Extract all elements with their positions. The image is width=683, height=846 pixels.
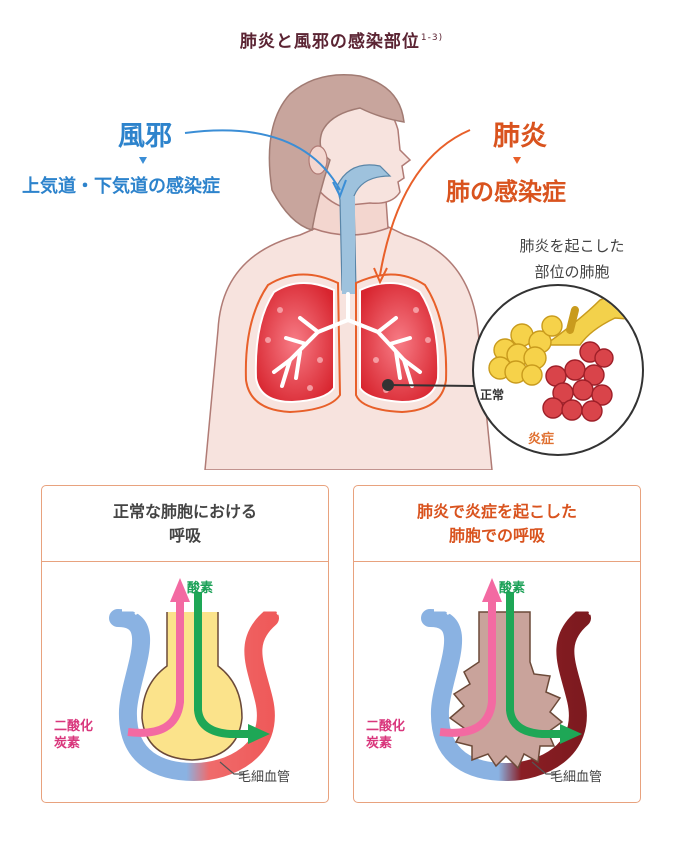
pneumonia-description: 肺の感染症 — [446, 172, 566, 207]
normal-respiration-panel: 正常な肺胞における呼吸 酸素 二酸化炭素 毛細血管 — [41, 485, 329, 803]
cold-label: 風邪 — [118, 114, 172, 153]
co2-label: 二酸化炭素 — [54, 718, 93, 752]
inflamed-alveolus-diagram — [354, 562, 640, 802]
alveolus — [142, 612, 242, 760]
normal-alveoli-label: 正常 — [480, 386, 504, 403]
pneumonia-label: 肺炎 — [493, 114, 547, 153]
capillary-label: 毛細血管 — [238, 769, 290, 786]
normal-alveolus-diagram — [42, 562, 328, 802]
oxygen-label: 酸素 — [499, 580, 525, 597]
panel-heading: 正常な肺胞における呼吸 — [42, 486, 328, 562]
co2-label: 二酸化炭素 — [366, 718, 405, 752]
cold-description: 上気道・下気道の感染症 — [22, 172, 220, 198]
panel-heading: 肺炎で炎症を起こした肺胞での呼吸 — [354, 486, 640, 562]
capillary-label: 毛細血管 — [550, 769, 602, 786]
inflamed-alveoli-label: 炎症 — [528, 428, 554, 447]
oxygen-label: 酸素 — [187, 580, 213, 597]
inflamed-respiration-panel: 肺炎で炎症を起こした肺胞での呼吸 酸素 二酸化炭素 毛細血管 — [353, 485, 641, 803]
inset-caption: 肺炎を起こした 部位の肺胞 — [462, 233, 682, 285]
